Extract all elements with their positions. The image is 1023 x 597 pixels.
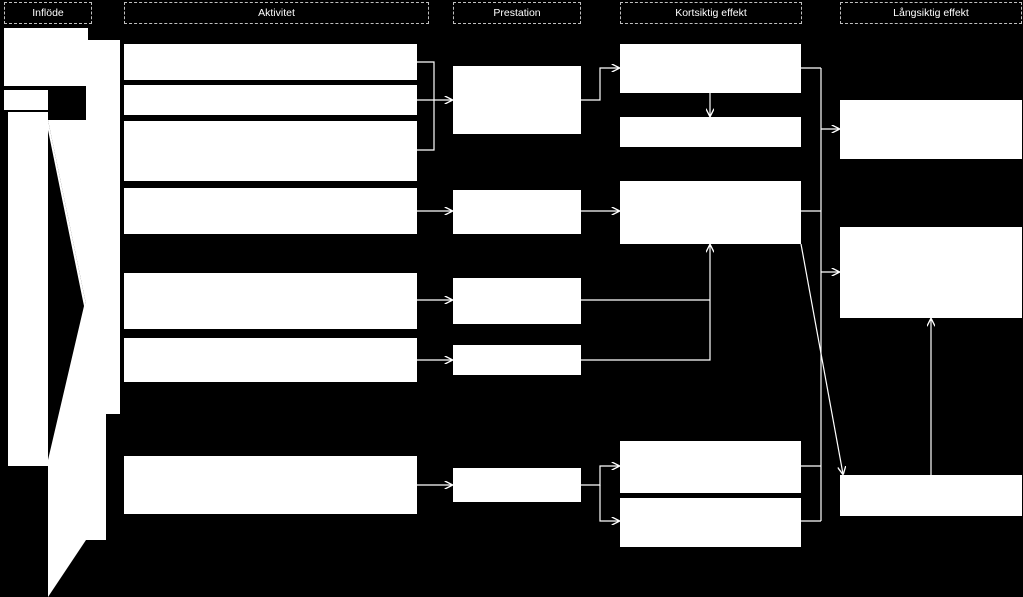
arrow-kort3-to-lang3 <box>800 243 843 474</box>
header-aktivitet: Aktivitet <box>124 2 429 24</box>
kortsiktig-box-1 <box>620 44 801 93</box>
langsiktig-box-1 <box>840 100 1022 159</box>
inflode-bar-lower <box>86 376 106 540</box>
header-inflode: Inflöde <box>4 2 92 24</box>
inflode-bar-right <box>86 40 120 414</box>
arrow-prest5-to-kort5 <box>599 485 619 521</box>
aktivitet-box-5 <box>124 273 417 329</box>
kortsiktig-box-4 <box>620 441 801 493</box>
arrow-prest4-to-kort3 <box>581 245 710 361</box>
prestation-box-2 <box>453 190 581 234</box>
aktivitet-box-2 <box>124 85 417 115</box>
header-prestation: Prestation <box>453 2 581 24</box>
arrow-prest1-to-kort1 <box>581 68 619 101</box>
prestation-box-5 <box>453 468 581 502</box>
langsiktig-box-2 <box>840 227 1022 318</box>
arrow-prest5-to-kort4 <box>581 466 619 486</box>
langsiktig-box-3 <box>840 475 1022 516</box>
connector-akt1-bracket <box>417 61 435 151</box>
aktivitet-box-1 <box>124 44 417 80</box>
kortsiktig-box-2 <box>620 117 801 147</box>
kortsiktig-box-3 <box>620 181 801 244</box>
aktivitet-box-7 <box>124 456 417 514</box>
aktivitet-box-3 <box>124 121 417 181</box>
aktivitet-box-6 <box>124 338 417 382</box>
inflode-box-top <box>4 28 88 86</box>
prestation-box-3 <box>453 278 581 324</box>
prestation-box-4 <box>453 345 581 375</box>
header-langsiktig-effekt: Långsiktig effekt <box>840 2 1022 24</box>
aktivitet-box-4 <box>124 188 417 234</box>
header-kortsiktig-effekt: Kortsiktig effekt <box>620 2 802 24</box>
prestation-box-1 <box>453 66 581 134</box>
inflode-gap <box>48 130 84 460</box>
kortsiktig-box-5 <box>620 498 801 547</box>
inflode-box-small <box>4 90 48 110</box>
